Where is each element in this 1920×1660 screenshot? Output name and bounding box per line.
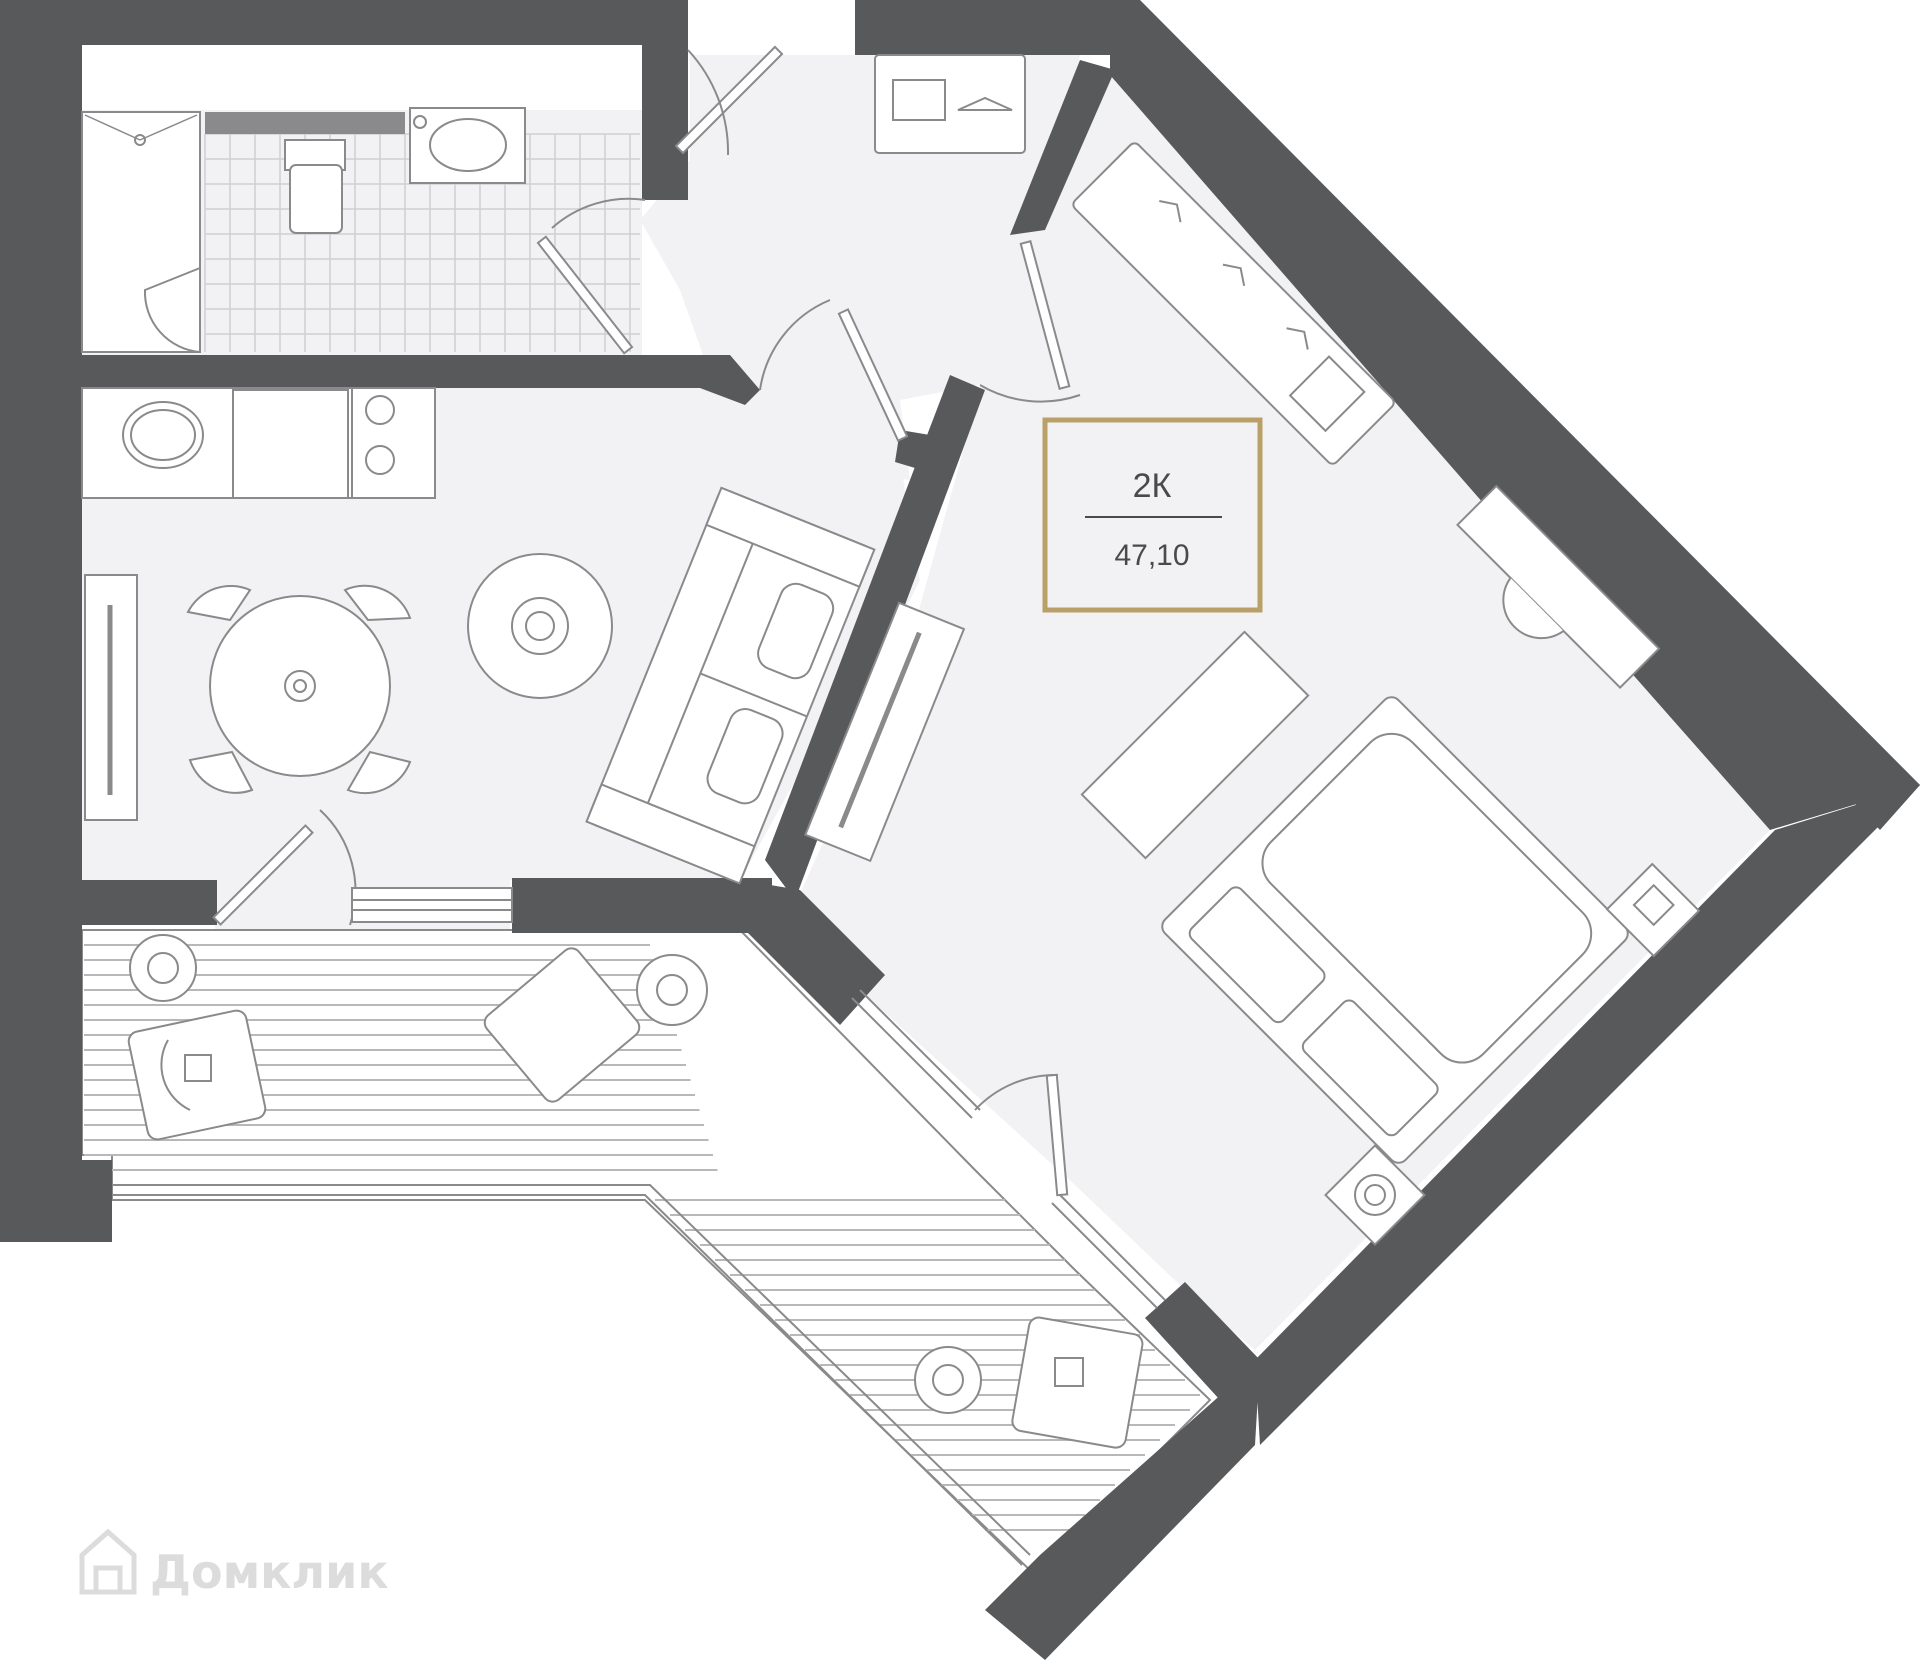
wardrobe <box>1072 142 1395 465</box>
balcony-railing-inner <box>112 1194 1023 1566</box>
kitchen-living-furniture <box>81 387 966 885</box>
bath-faucet <box>413 115 427 129</box>
burner-2 <box>365 445 395 475</box>
wall-center-vertical <box>765 375 985 900</box>
wall-bath-bottom <box>82 355 642 388</box>
bed <box>1161 696 1629 1164</box>
apartment-label: 2К 47,10 <box>1042 417 1263 613</box>
doors <box>212 45 1166 1309</box>
hall-washer-icon <box>892 79 946 121</box>
wall-bedroom-bottom <box>1145 1282 1260 1400</box>
shower-door-arc <box>143 267 201 353</box>
label-frame <box>1042 417 1263 613</box>
balcony-armchair-2 <box>483 947 641 1103</box>
wall-right-diagonal <box>1255 785 1920 1445</box>
wall-bath-corner <box>640 355 760 405</box>
hallway-fixtures <box>874 54 1026 154</box>
apartment-type: 2К <box>1133 467 1172 505</box>
nightstand-right <box>1605 862 1701 958</box>
balcony-side-table-3-inner <box>932 1364 964 1396</box>
burner-1 <box>365 395 395 425</box>
wall-top-left <box>0 0 688 45</box>
coffee-table-vase-inner <box>525 611 555 641</box>
house-logo-icon <box>79 1528 137 1595</box>
balcony-armchair-1-book <box>184 1054 212 1082</box>
door-bathroom <box>536 197 646 355</box>
bath-sink-basin <box>429 118 507 172</box>
shower-diag-2 <box>139 114 198 141</box>
wall-left <box>0 0 82 1242</box>
shower-tray <box>81 111 201 353</box>
wall-top-mid <box>855 0 1115 55</box>
dining-table-vase-inner <box>293 679 307 693</box>
balcony-railing <box>112 1184 1031 1556</box>
bathroom-fixtures <box>81 107 640 353</box>
dining-chair-3 <box>188 750 254 794</box>
wall-closet-divider <box>1010 60 1115 235</box>
door-balcony-kitchen <box>212 809 513 926</box>
bath-shelf <box>205 112 405 134</box>
wall-kitchen-bottom-right <box>512 878 772 933</box>
apartment-area: 47,10 <box>1114 539 1189 572</box>
wall-center-joint <box>740 880 885 1025</box>
wall-bottom-tip <box>985 1360 1260 1660</box>
door-kitchen <box>759 299 909 442</box>
sofa <box>585 486 876 885</box>
balcony-side-table-1-inner <box>147 952 179 984</box>
door-balcony-bedroom <box>974 1073 1069 1197</box>
coat-hanger-icon <box>957 96 1013 111</box>
dining-chair-4 <box>346 750 412 795</box>
wall-bath-right <box>642 0 688 200</box>
door-entry <box>674 45 784 156</box>
window-bedroom-balcony <box>851 989 1166 1309</box>
wall-right-corner <box>1620 600 1920 830</box>
fridge <box>232 389 349 499</box>
toilet-bowl <box>289 164 343 234</box>
tv-unit-living <box>804 601 966 863</box>
desk <box>1456 484 1661 689</box>
balcony-furniture <box>127 934 1144 1449</box>
nightstand-left <box>1324 1144 1426 1246</box>
dining-chair-1 <box>186 585 252 622</box>
watermark: Домклик <box>79 1528 389 1599</box>
wall-left-bottom <box>0 1160 112 1242</box>
dining-chair-2 <box>343 584 412 622</box>
bedroom-furniture <box>1072 142 1701 1246</box>
kitchen-sink-inner <box>130 409 196 461</box>
hallway-floor <box>640 55 1080 480</box>
wall-kitchen-bottom-left <box>82 880 217 925</box>
door-closet <box>979 240 1081 403</box>
shower-diag-1 <box>84 114 141 141</box>
balcony-side-table-2-inner <box>656 974 688 1006</box>
watermark-text: Домклик <box>150 1545 389 1599</box>
bench <box>1080 630 1310 860</box>
wall-hall-stub <box>895 430 930 468</box>
balcony-armchair-3-book <box>1054 1357 1084 1387</box>
balcony-armchair-1-seat <box>160 1039 191 1111</box>
